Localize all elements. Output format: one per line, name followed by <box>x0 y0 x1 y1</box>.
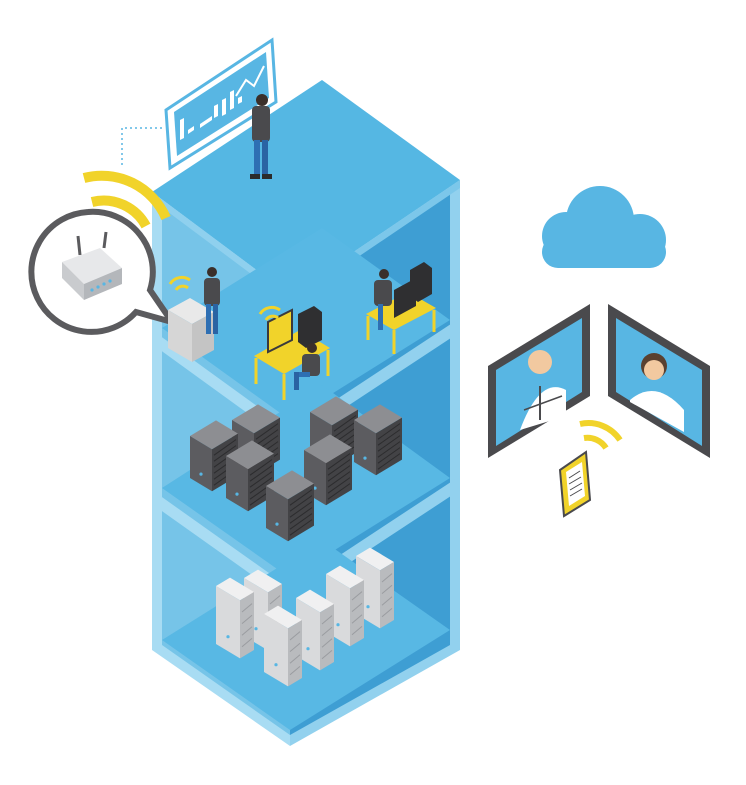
video-call-monitor-icon <box>608 304 710 458</box>
wifi-icon <box>168 275 191 291</box>
person-icon <box>294 343 320 390</box>
computer-tower <box>410 262 432 302</box>
person-icon <box>204 267 220 334</box>
wifi-icon <box>258 305 281 321</box>
server-rack-icon <box>266 470 314 542</box>
router-callout <box>28 208 180 335</box>
person-icon <box>374 269 392 330</box>
computer-monitor <box>267 308 293 354</box>
cloud-icon <box>542 186 666 268</box>
server-rack-icon <box>216 577 254 659</box>
connector-dotted-line <box>121 127 162 165</box>
office-floor <box>168 262 436 400</box>
workstation-desk <box>366 262 436 354</box>
server-floor <box>190 396 402 542</box>
server-rack-icon <box>356 547 394 629</box>
server-rack-icon <box>264 605 302 687</box>
wifi-icon <box>579 420 623 450</box>
tablet-icon <box>558 450 592 518</box>
router-icon <box>62 231 122 300</box>
dashboard-screen-icon <box>164 37 278 171</box>
tower-floor <box>216 547 394 687</box>
workstation-desk <box>254 306 330 400</box>
server-rack-icon <box>354 404 402 476</box>
server-rack-icon <box>296 589 334 671</box>
person-icon <box>250 94 272 179</box>
computer-tower <box>298 306 322 348</box>
server-rack-icon <box>304 434 352 506</box>
wifi-icon <box>82 170 171 229</box>
video-call-monitor-icon <box>488 304 590 458</box>
building-roof <box>152 80 460 295</box>
reception-desk <box>168 298 214 362</box>
